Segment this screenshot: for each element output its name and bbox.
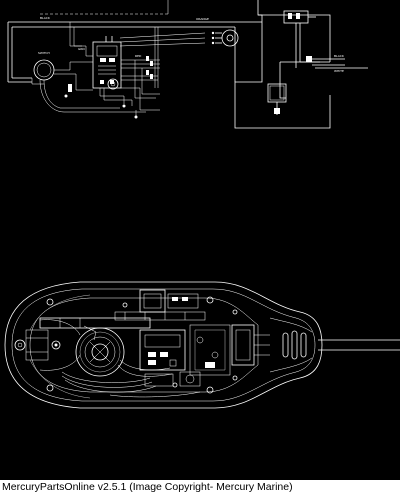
svg-text:GRN: GRN: [78, 47, 85, 51]
wiring-schematic: BLACK WHITE ORANGE BLACK: [7, 0, 368, 129]
svg-text:BLACK: BLACK: [334, 54, 345, 58]
svg-text:RED: RED: [135, 54, 142, 58]
wiring-diagram-drawing: BLACK WHITE ORANGE BLACK: [4, 0, 400, 409]
caption-bar: MercuryPartsOnline v2.5.1 (Image Copyrig…: [0, 480, 400, 495]
svg-text:BLACK: BLACK: [40, 16, 51, 20]
motor-head-top-view: [4, 281, 400, 409]
svg-text:ORANGE: ORANGE: [196, 17, 209, 21]
image-copyright-caption: MercuryPartsOnline v2.5.1 (Image Copyrig…: [2, 481, 293, 493]
parts-diagram-viewer: BLACK WHITE ORANGE BLACK: [0, 0, 400, 480]
svg-text:WHITE: WHITE: [334, 69, 344, 73]
svg-text:SWITCH: SWITCH: [38, 51, 50, 55]
